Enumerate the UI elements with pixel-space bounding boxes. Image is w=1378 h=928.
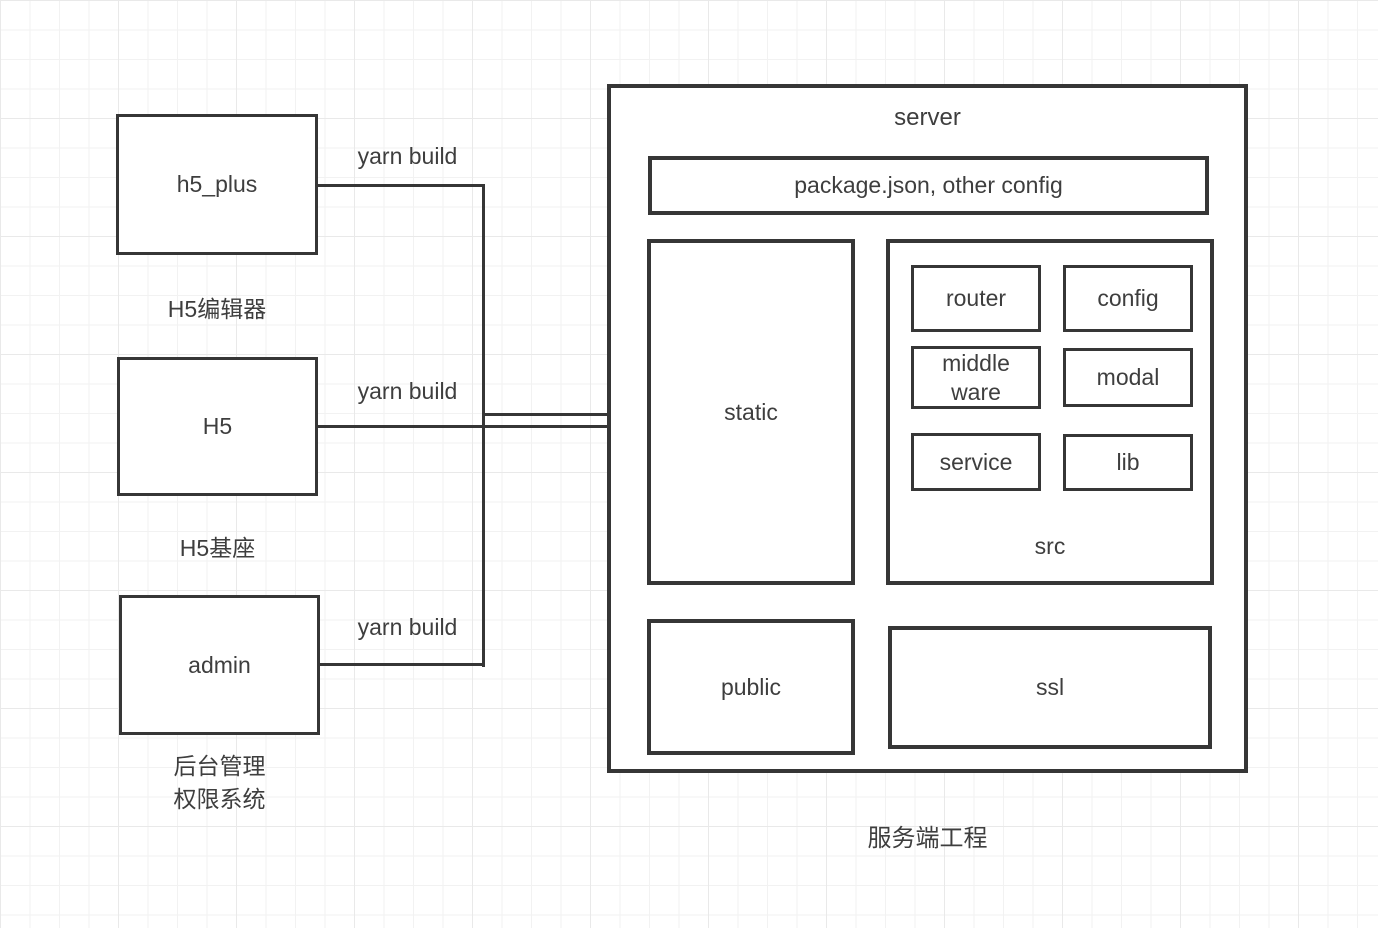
caption-h5plus: H5编辑器 <box>167 296 267 322</box>
node-h5-label: H5 <box>202 413 233 440</box>
node-router: router <box>911 265 1041 332</box>
node-config-label: config <box>1097 285 1159 312</box>
edge-merged-arrow-line <box>482 413 630 416</box>
node-ssl-label: ssl <box>1035 674 1065 701</box>
node-src-label: src <box>1034 533 1066 559</box>
node-server-title: server <box>894 104 961 131</box>
edge-h5-arrow-line <box>316 425 630 428</box>
node-public-label: public <box>720 673 782 700</box>
node-package-config-label: package.json, other config <box>794 172 1063 199</box>
node-modal: modal <box>1063 348 1193 407</box>
node-middleware: middle ware <box>911 346 1041 409</box>
node-h5plus-label: h5_plus <box>176 171 258 198</box>
edge-label-h5: yarn build <box>357 378 458 404</box>
node-router-label: router <box>945 285 1007 312</box>
caption-admin: 后台管理 权限系统 <box>173 753 266 812</box>
node-service-label: service <box>939 448 1013 475</box>
node-ssl: ssl <box>888 626 1212 749</box>
caption-h5: H5基座 <box>179 535 256 561</box>
edge-label-admin: yarn build <box>357 614 458 640</box>
node-package-config: package.json, other config <box>648 156 1209 215</box>
node-static-label: static <box>724 398 778 425</box>
edge-label-h5plus: yarn build <box>357 143 458 169</box>
node-lib-label: lib <box>1116 449 1140 476</box>
node-public: public <box>647 619 855 755</box>
edge-h5plus-horizontal-line <box>316 184 485 187</box>
node-modal-label: modal <box>1096 364 1160 391</box>
node-admin: admin <box>119 595 320 735</box>
node-admin-label: admin <box>188 651 251 678</box>
node-service: service <box>911 433 1041 491</box>
edge-admin-horizontal-line <box>318 663 485 666</box>
node-middleware-label: middle ware <box>942 349 1010 405</box>
node-h5plus: h5_plus <box>116 114 318 255</box>
node-config: config <box>1063 265 1193 332</box>
node-lib: lib <box>1063 434 1193 491</box>
caption-server: 服务端工程 <box>867 825 988 852</box>
node-static: static <box>647 239 855 585</box>
node-h5: H5 <box>117 357 318 496</box>
